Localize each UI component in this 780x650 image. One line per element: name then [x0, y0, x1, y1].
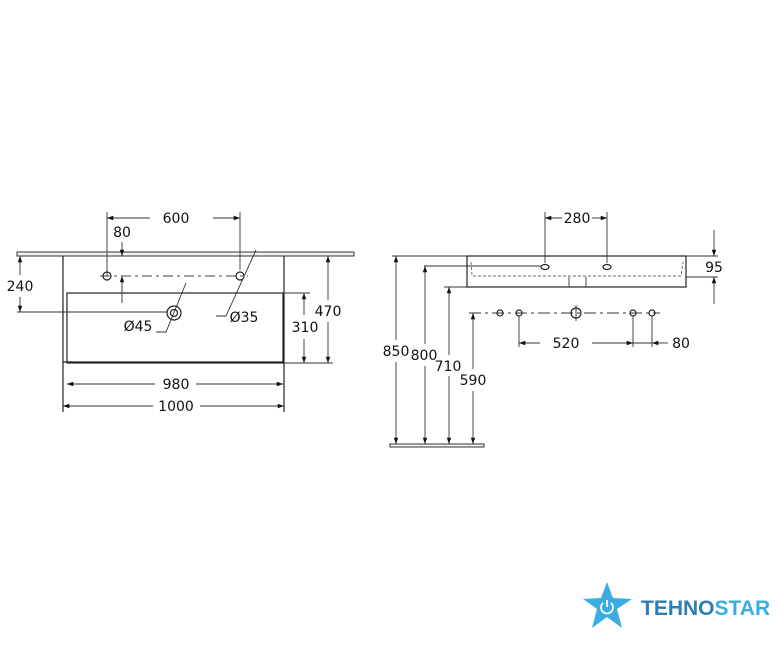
dim-total-width: 1000: [158, 399, 194, 415]
wall-line: [16, 251, 355, 257]
tap-hole-side-left: [540, 263, 550, 271]
dim-pipe-offset: 80: [672, 336, 690, 352]
dim-total-depth: 470: [315, 304, 342, 320]
dim-pipe-spacing: 520: [553, 336, 580, 352]
dim-bowl-width: 980: [163, 377, 190, 393]
tap-hole-side-right: [602, 263, 612, 271]
tap-hole-diameter-label: Ø35: [230, 310, 259, 326]
floor-line: [389, 443, 485, 448]
power-icon: [600, 602, 614, 615]
dim-height-top: 850: [383, 344, 410, 360]
dim-height-pipes: 590: [460, 373, 487, 389]
tehnostar-logo: TEHNOSTAR: [583, 582, 770, 628]
top-view: 600 80 240 310 470 980 1000 Ø45 Ø35: [7, 211, 355, 415]
dim-rim-height: 95: [705, 260, 723, 276]
basin-side: [466, 255, 687, 288]
dim-tap-spacing: 600: [163, 211, 190, 227]
dim-height-bottom: 710: [435, 359, 462, 375]
basin-bowl: [66, 292, 284, 364]
dim-height-tap: 800: [411, 348, 438, 364]
dim-tap-offset: 80: [113, 225, 131, 241]
dim-side-tap-spacing: 280: [564, 211, 591, 227]
pipe-hole: [496, 309, 504, 317]
drain-diameter-label: Ø45: [124, 319, 153, 335]
dim-bowl-depth: 310: [292, 320, 319, 336]
logo-text: TEHNOSTAR: [641, 597, 770, 620]
drain-hole: [166, 305, 182, 321]
dim-drain-depth: 240: [7, 279, 34, 295]
side-view: 280 95 850 800 710 590: [383, 211, 723, 448]
